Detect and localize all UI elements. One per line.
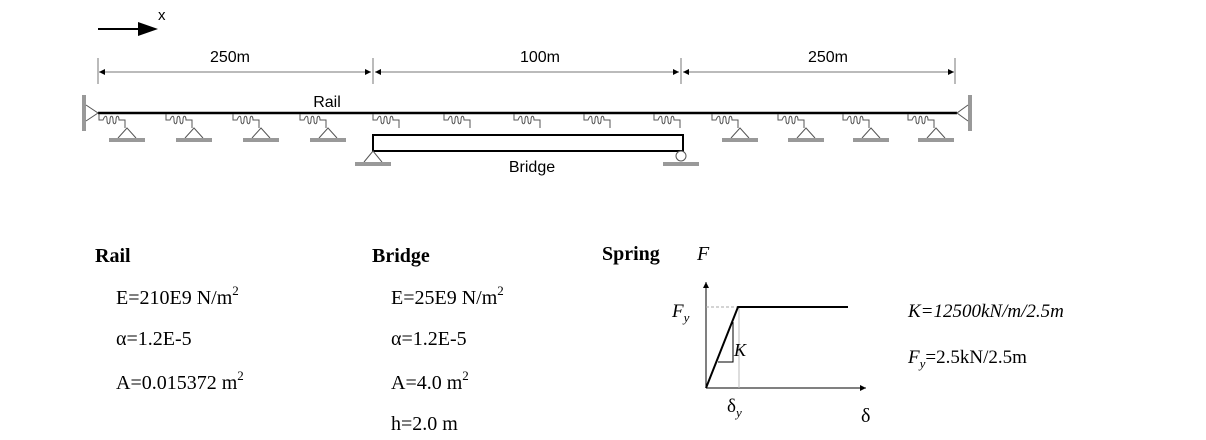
bridge-A: A=4.0 m2 <box>391 368 469 394</box>
springs-left <box>98 113 347 143</box>
yield-force-value: Fy=2.5kN/2.5m <box>907 347 1027 371</box>
force-displacement-curve <box>705 306 848 389</box>
rail-alpha: α=1.2E-5 <box>116 328 192 350</box>
bridge-roller-support <box>663 150 699 166</box>
rail-properties: Rail E=210E9 N/m2 α=1.2E-5 A=0.015372 m2 <box>95 245 244 394</box>
yield-displacement-label: δy <box>727 396 742 420</box>
springs-right <box>711 113 955 143</box>
spring-title: Spring <box>602 243 660 265</box>
x-axis-label: x <box>158 7 166 24</box>
span-label-right: 250m <box>808 49 848 66</box>
bridge-E: E=25E9 N/m2 <box>391 283 504 309</box>
spring-law: Spring F K Fy δy δ K=12500kN/m/2.5m Fy=2… <box>602 243 1064 427</box>
force-axis-label: F <box>696 243 710 265</box>
stiffness-label: K <box>733 340 747 360</box>
bridge-h: h=2.0 m <box>391 413 458 435</box>
right-end-support <box>956 95 972 131</box>
rail-A: A=0.015372 m2 <box>116 368 244 394</box>
displacement-axis-label: δ <box>861 405 870 427</box>
yield-force-label: Fy <box>671 301 690 325</box>
stiffness-value: K=12500kN/m/2.5m <box>907 301 1064 322</box>
span-dimensions <box>97 58 956 84</box>
x-direction-arrow: x <box>98 7 166 36</box>
springs-bridge <box>372 113 681 129</box>
bridge-properties: Bridge E=25E9 N/m2 α=1.2E-5 A=4.0 m2 h=2… <box>372 245 504 435</box>
span-label-bridge: 100m <box>520 49 560 66</box>
bridge-alpha: α=1.2E-5 <box>391 328 467 350</box>
bridge-title: Bridge <box>372 245 430 267</box>
span-label-left: 250m <box>210 49 250 66</box>
rail-E: E=210E9 N/m2 <box>116 283 239 309</box>
bridge-label: Bridge <box>509 159 555 176</box>
rail-title: Rail <box>95 245 131 267</box>
stiffness-triangle <box>718 322 734 363</box>
left-end-support <box>82 95 99 131</box>
bridge-deck <box>372 134 684 152</box>
rail-label: Rail <box>313 94 341 111</box>
bridge-pin-support <box>355 150 391 166</box>
